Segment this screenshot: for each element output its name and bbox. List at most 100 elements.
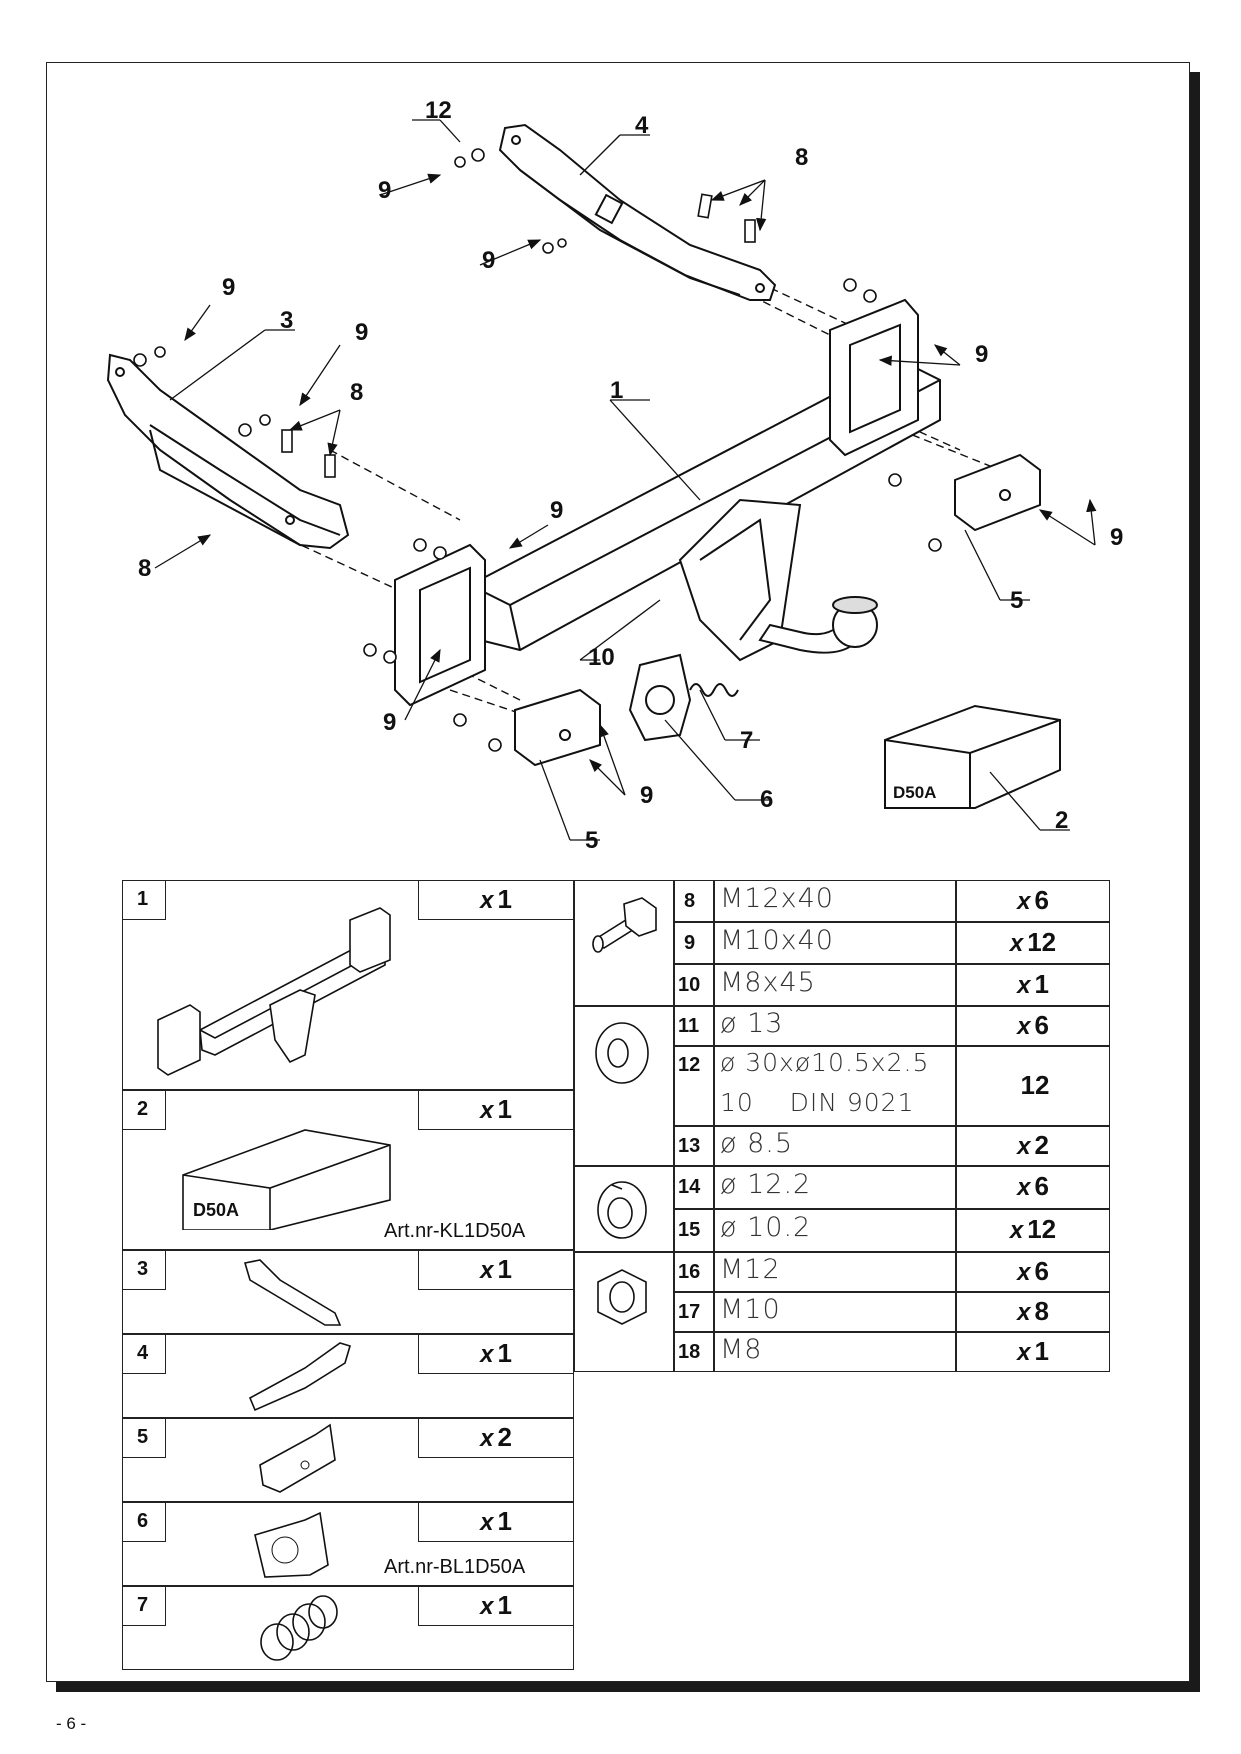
hw-num-17: 17 — [678, 1301, 701, 1323]
part-illustration-spring-7 — [260, 1595, 338, 1661]
box-label-drawing: D50A — [893, 783, 936, 802]
hw-num-8: 8 — [684, 890, 696, 912]
bracket-3 — [106, 353, 350, 550]
hw-qty-box-8 — [956, 880, 1110, 922]
hw-num-10: 10 — [678, 974, 701, 996]
hw-spec-box-13 — [714, 1126, 956, 1166]
part-num-box-1 — [122, 880, 166, 920]
hw-spec-12: ø 30xø10.5x2.5 — [720, 1048, 930, 1077]
part-num-4: 4 — [137, 1342, 149, 1364]
part-artnr-6: Art.nr-BL1D50A — [384, 1556, 526, 1578]
callout-8-left: 8 — [138, 555, 151, 582]
hw-num-box-18 — [674, 1332, 714, 1372]
callout-6: 6 — [760, 786, 773, 813]
hw-spec-8: M12x40 — [720, 883, 834, 914]
part-num-3: 3 — [137, 1258, 149, 1280]
callout-9-a: 9 — [378, 177, 391, 204]
hw-num-16: 16 — [678, 1261, 701, 1283]
leader-lines — [169, 119, 1070, 841]
callout-3: 3 — [280, 307, 293, 334]
hw-qty-box-16 — [956, 1252, 1110, 1292]
part-row-5 — [122, 1418, 574, 1502]
callout-8-top: 8 — [795, 144, 808, 171]
hw-num-18: 18 — [678, 1341, 701, 1363]
part-num-box-4 — [122, 1334, 166, 1374]
callout-9-g: 9 — [1110, 524, 1123, 551]
callout-9-h: 9 — [640, 782, 653, 809]
lock-washer-icon — [597, 1181, 647, 1239]
part-qty-box-4 — [418, 1334, 574, 1374]
hw-num-14: 14 — [678, 1176, 701, 1198]
part-qty-box-3 — [418, 1250, 574, 1290]
hw-spec-11: ø 13 — [720, 1008, 784, 1039]
hw-spec-box-10 — [714, 964, 956, 1006]
part-num-box-2 — [122, 1090, 166, 1130]
callout-7: 7 — [740, 727, 753, 754]
hw-spec-box-9 — [714, 922, 956, 964]
hw-spec-box-17 — [714, 1292, 956, 1332]
part-illustration-plate-5 — [259, 1423, 336, 1493]
hw-spec-box-11 — [714, 1006, 956, 1046]
hw-spec-box-15 — [714, 1209, 956, 1252]
hw-spec-12-line2: 10 DIN 9021 — [720, 1088, 915, 1117]
part-num-5: 5 — [137, 1426, 149, 1448]
callout-1: 1 — [610, 377, 623, 404]
hw-num-15: 15 — [678, 1219, 701, 1241]
callout-9-e: 9 — [975, 341, 988, 368]
hw-num-box-16 — [674, 1252, 714, 1292]
part-num-box-3 — [122, 1250, 166, 1290]
callout-10: 10 — [588, 644, 615, 671]
bracket-4 — [498, 123, 777, 301]
part-illustration-box — [182, 1129, 391, 1230]
page-number: - 6 - — [56, 1714, 87, 1733]
callout-5-right: 5 — [1010, 587, 1023, 614]
washer-icon — [595, 1022, 649, 1084]
hw-qty-box-13 — [956, 1126, 1110, 1166]
part-artnr-2: Art.nr-KL1D50A — [384, 1220, 526, 1242]
hw-qty-box-17 — [956, 1292, 1110, 1332]
hw-num-box-11 — [674, 1006, 714, 1046]
hw-num-11: 11 — [678, 1015, 700, 1037]
hw-num-12: 12 — [678, 1054, 701, 1076]
hw-spec-17: M10 — [720, 1294, 781, 1325]
part-num-box-5 — [122, 1418, 166, 1458]
hw-spec-9: M10x40 — [720, 925, 834, 956]
hw-num-box-8 — [674, 880, 714, 922]
callout-9-d: 9 — [355, 319, 368, 346]
hw-qty-12: 12 — [1020, 1070, 1050, 1100]
hw-spec-box-12 — [714, 1046, 956, 1126]
part-illustration-bracket-3 — [243, 1259, 342, 1326]
hw-num-box-13 — [674, 1126, 714, 1166]
hw-spec-box-8 — [714, 880, 956, 922]
hw-qty-box-10 — [956, 964, 1110, 1006]
hw-spec-box-18 — [714, 1332, 956, 1372]
spring-7 — [689, 683, 739, 697]
part-illustration-bracket-4 — [248, 1342, 351, 1412]
plate-5-left — [514, 688, 601, 767]
crossbar-1 — [394, 298, 941, 707]
hw-spec-box-16 — [714, 1252, 956, 1292]
hw-spec-16: M12 — [720, 1254, 781, 1285]
hw-num-box-12 — [674, 1046, 714, 1126]
plate-5-right — [954, 453, 1041, 532]
callout-9-c: 9 — [222, 274, 235, 301]
part-illustration-crossbar — [157, 907, 391, 1076]
part-num-2: 2 — [137, 1098, 149, 1120]
part-qty-box-2 — [418, 1090, 574, 1130]
part-num-box-7 — [122, 1586, 166, 1626]
